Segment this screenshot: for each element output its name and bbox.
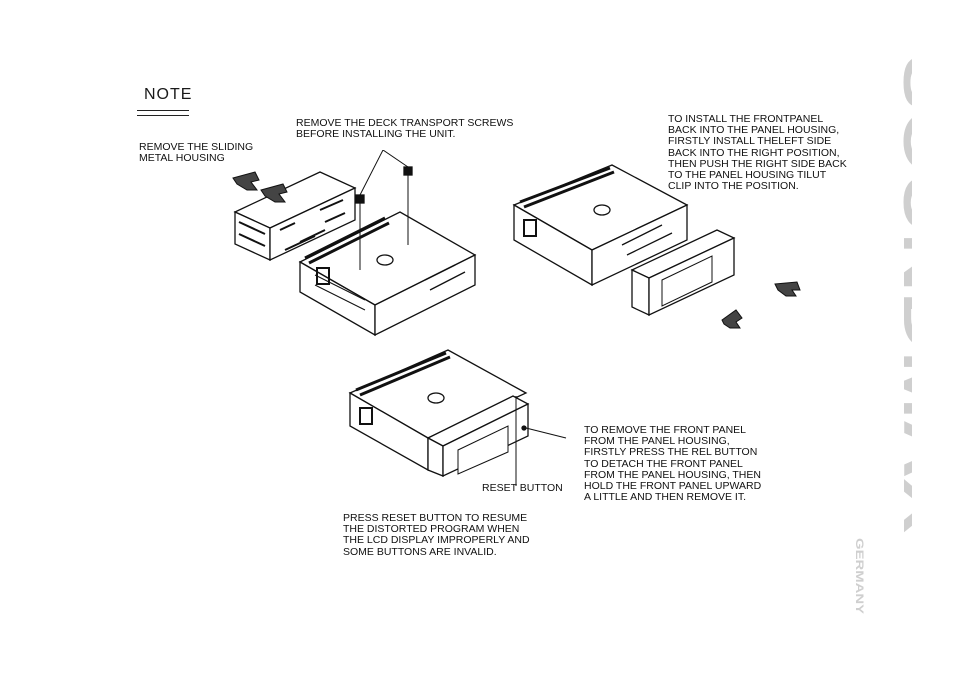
remove-frontpanel-instruction: TO REMOVE THE FRONT PANEL FROM THE PANEL… xyxy=(584,424,762,504)
install-frontpanel-instruction: TO INSTALL THE FRONTPANEL BACK INTO THE … xyxy=(668,113,847,193)
brand-name: SOUNDMAX xyxy=(890,55,912,533)
reset-button-label: RESET BUTTON xyxy=(482,482,563,494)
figure-remove-housing xyxy=(225,150,485,340)
note-title: NOTE xyxy=(144,86,193,103)
note-underline xyxy=(137,110,189,111)
figure-reset-button xyxy=(348,348,568,488)
brand-sub: GERMANY xyxy=(853,538,865,615)
transport-screws-instruction: REMOVE THE DECK TRANSPORT SCREWS BEFORE … xyxy=(296,117,514,141)
figure-install-frontpanel xyxy=(512,160,812,335)
press-reset-instruction: PRESS RESET BUTTON TO RESUME THE DISTORT… xyxy=(343,512,530,558)
brand-watermark: SOUNDMAX GERMANY xyxy=(852,55,954,615)
note-underline-second xyxy=(137,115,189,116)
sliding-housing-instruction: REMOVE THE SLIDING METAL HOUSING xyxy=(139,141,254,165)
